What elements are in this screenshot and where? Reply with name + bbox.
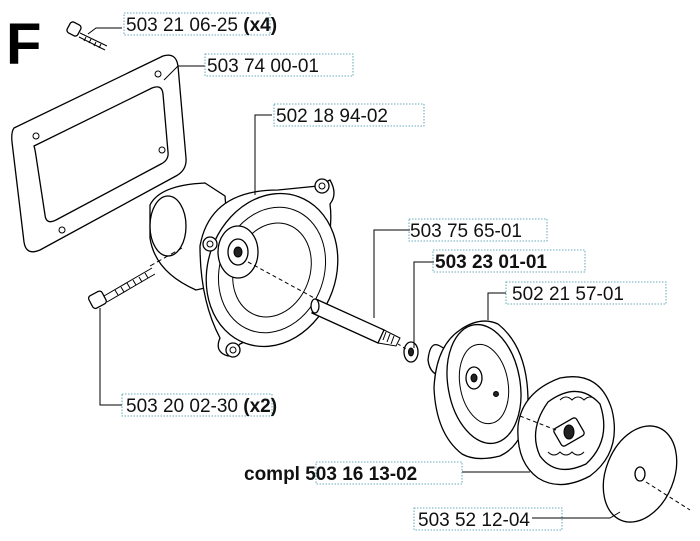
section-letter: F (6, 12, 41, 77)
part-label-503-16-13-02: compl 503 16 13-02 (244, 461, 463, 485)
clutch-assembly-drawing (517, 376, 616, 486)
screw-top-drawing (66, 21, 108, 51)
shaft-drawing (247, 261, 401, 347)
washer-drawing (397, 341, 419, 363)
leader-lines (87, 27, 621, 519)
clutch-housing-drawing (149, 178, 339, 358)
svg-text:502 21 57-01: 502 21 57-01 (512, 284, 624, 305)
svg-text:503 20 02-30 (x2): 503 20 02-30 (x2) (126, 396, 277, 417)
part-label-502-18-94-02: 502 18 94-02 (273, 103, 425, 127)
part-label-503-75-65-01: 503 75 65-01 (408, 218, 548, 242)
svg-text:compl 503 16 13-02: compl 503 16 13-02 (244, 464, 417, 485)
part-label-502-21-57-01: 502 21 57-01 (505, 281, 667, 305)
svg-text:503 75 65-01: 503 75 65-01 (410, 221, 522, 242)
part-label-503-74-00-01: 503 74 00-01 (204, 53, 354, 77)
svg-text:503 23 01-01: 503 23 01-01 (435, 252, 547, 273)
part-label-503-52-12-04: 503 52 12-04 (413, 507, 563, 531)
screw-side-drawing (87, 247, 183, 310)
clutch-drum-drawing (427, 320, 529, 460)
part-label-503-23-01-01: 503 23 01-01 (432, 249, 586, 273)
svg-text:503 52 12-04: 503 52 12-04 (418, 510, 530, 531)
part-label-503-21-06-25: 503 21 06-25 (x4) (123, 12, 277, 36)
gasket-drawing (11, 54, 187, 253)
svg-text:502 18 94-02: 502 18 94-02 (276, 106, 388, 127)
part-label-503-20-02-30: 503 20 02-30 (x2) (121, 393, 277, 417)
svg-text:503 21 06-25 (x4): 503 21 06-25 (x4) (126, 15, 277, 36)
cover-disc-drawing (519, 415, 691, 523)
svg-text:503 74 00-01: 503 74 00-01 (207, 56, 319, 77)
